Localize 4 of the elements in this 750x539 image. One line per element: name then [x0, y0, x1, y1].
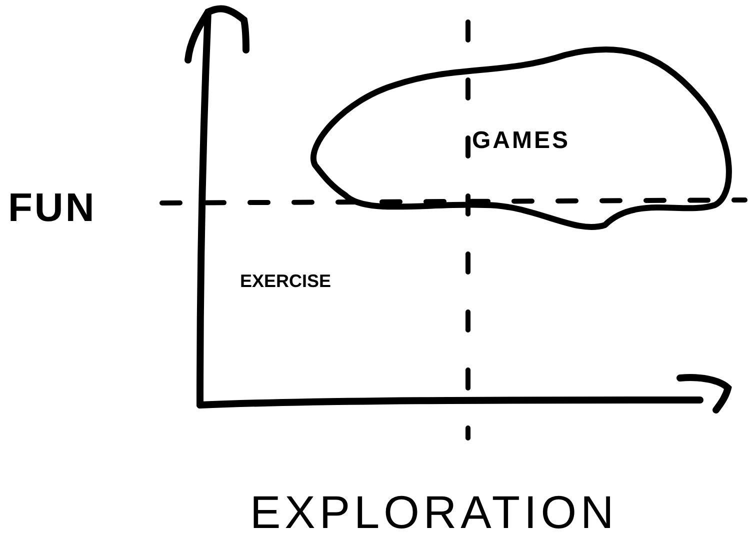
axis-label: EXPLORATION — [250, 485, 618, 539]
cloud-label: GAMES — [472, 126, 570, 156]
quadrant-label: EXERCISE — [240, 270, 332, 293]
axis-label: FUN — [8, 185, 96, 232]
